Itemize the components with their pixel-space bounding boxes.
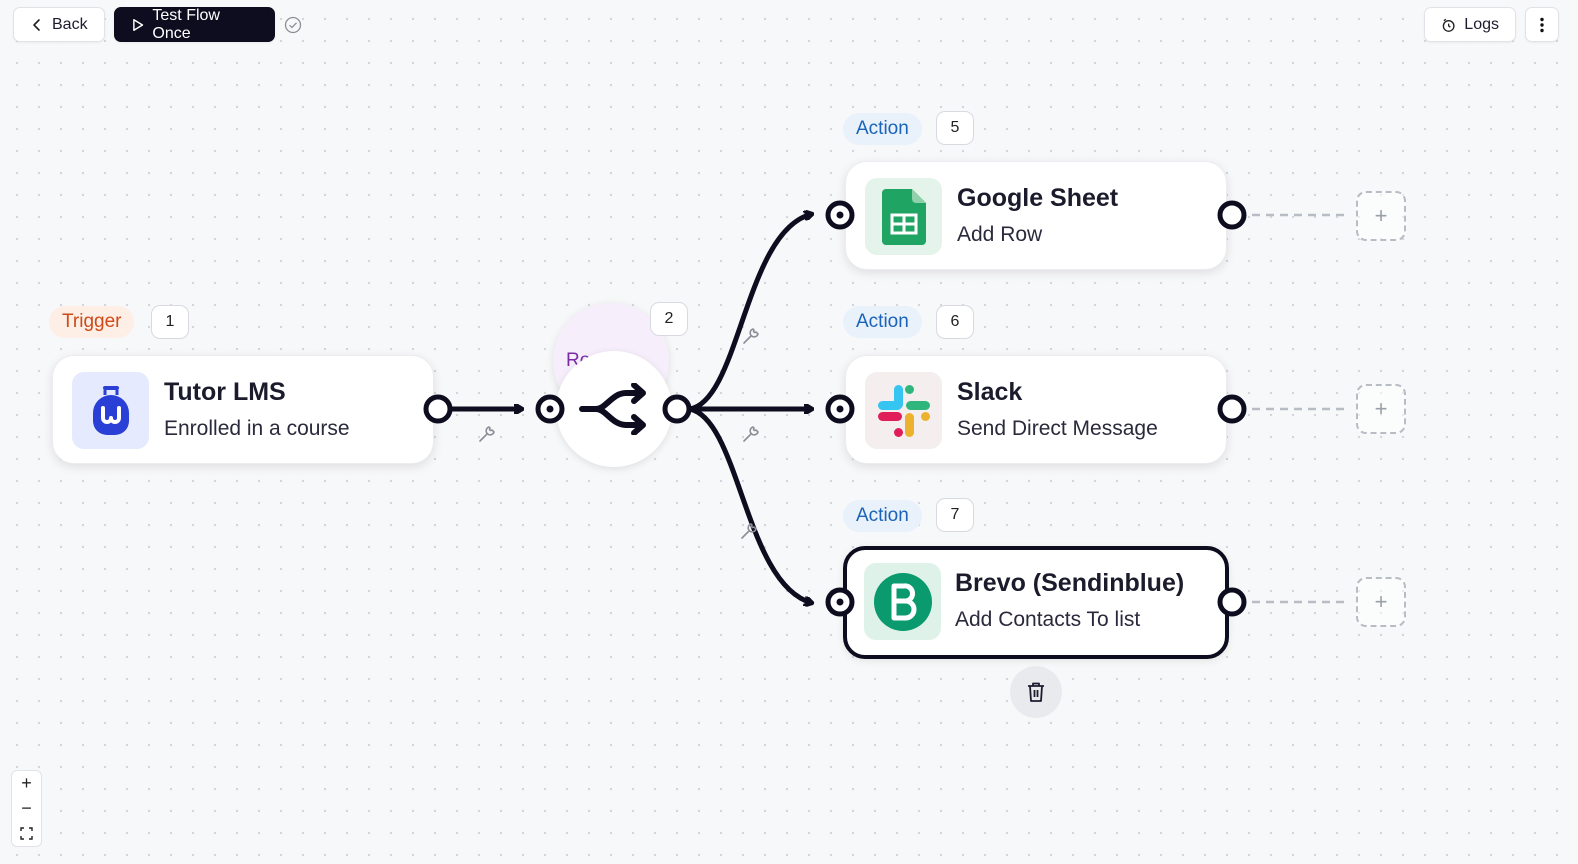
step-number: 1 [151, 305, 189, 339]
node-title: Slack [957, 378, 1023, 406]
node-subtitle: Send Direct Message [957, 417, 1158, 440]
back-label: Back [52, 15, 88, 33]
logs-label: Logs [1464, 15, 1499, 33]
delete-node-button[interactable] [1010, 666, 1062, 718]
chevron-left-icon [33, 18, 40, 31]
output-handle [423, 394, 453, 424]
input-handle [535, 394, 565, 424]
node-subtitle: Add Contacts To list [955, 608, 1141, 631]
wrench-icon[interactable] [477, 424, 497, 444]
output-handle [1217, 394, 1247, 424]
more-options-button[interactable] [1525, 7, 1559, 42]
google-sheet-logo [865, 178, 942, 255]
fit-view-icon [20, 827, 33, 840]
play-icon [133, 18, 144, 31]
test-flow-label: Test Flow Once [152, 6, 220, 42]
trash-icon [1028, 682, 1044, 702]
logs-button[interactable]: Logs [1424, 7, 1516, 42]
node-title: Brevo (Sendinblue) [955, 569, 1185, 597]
more-vertical-icon [1540, 17, 1544, 32]
plus-icon: + [1374, 589, 1388, 614]
fit-view-button[interactable] [12, 821, 41, 846]
test-flow-button[interactable]: Test Flow Once [114, 7, 275, 42]
action-tag: Action [843, 500, 922, 532]
node-title: Tutor LMS [164, 378, 286, 406]
brevo-logo [864, 563, 941, 640]
step-number: 5 [936, 111, 974, 145]
wrench-icon[interactable] [741, 326, 761, 346]
tutor-lms-logo [72, 372, 149, 449]
zoom-controls: + − [11, 770, 42, 847]
node-title: Google Sheet [957, 184, 1119, 212]
output-handle [662, 394, 692, 424]
node-subtitle: Enrolled in a course [164, 417, 350, 440]
step-number: 2 [650, 302, 688, 336]
action-tag: Action [843, 113, 922, 145]
trigger-tag: Trigger [49, 306, 135, 338]
action-tag: Action [843, 306, 922, 338]
back-button[interactable]: Back [13, 7, 105, 42]
step-number: 7 [936, 498, 974, 532]
logs-icon [1442, 18, 1455, 32]
wrench-icon[interactable] [739, 521, 759, 541]
node-subtitle: Add Row [957, 223, 1043, 246]
edge-router-brevo [689, 406, 812, 603]
action-node-brevo[interactable]: Brevo (Sendinblue) Add Contacts To list [843, 546, 1229, 659]
plus-icon: + [1374, 396, 1388, 421]
action-node-slack[interactable]: Slack Send Direct Message [845, 355, 1227, 464]
output-handle [1217, 587, 1247, 617]
add-step-button[interactable]: + [1356, 191, 1406, 241]
input-handle [825, 587, 855, 617]
action-node-google-sheet[interactable]: Google Sheet Add Row [845, 161, 1227, 270]
input-handle [825, 200, 855, 230]
zoom-in-button[interactable]: + [21, 773, 32, 793]
check-circle-icon [284, 16, 302, 34]
step-number: 6 [936, 305, 974, 339]
wrench-icon[interactable] [741, 424, 761, 444]
slack-logo [865, 372, 942, 449]
router-node[interactable] [556, 351, 672, 467]
router-split-icon [579, 383, 646, 435]
edge-router-google-sheet [689, 214, 812, 412]
zoom-out-button[interactable]: − [21, 798, 32, 818]
input-handle [825, 394, 855, 424]
plus-icon: + [1374, 203, 1388, 228]
add-step-button[interactable]: + [1356, 384, 1406, 434]
output-handle [1217, 200, 1247, 230]
add-step-button[interactable]: + [1356, 577, 1406, 627]
trigger-node-tutor-lms[interactable]: Tutor LMS Enrolled in a course [52, 355, 434, 464]
